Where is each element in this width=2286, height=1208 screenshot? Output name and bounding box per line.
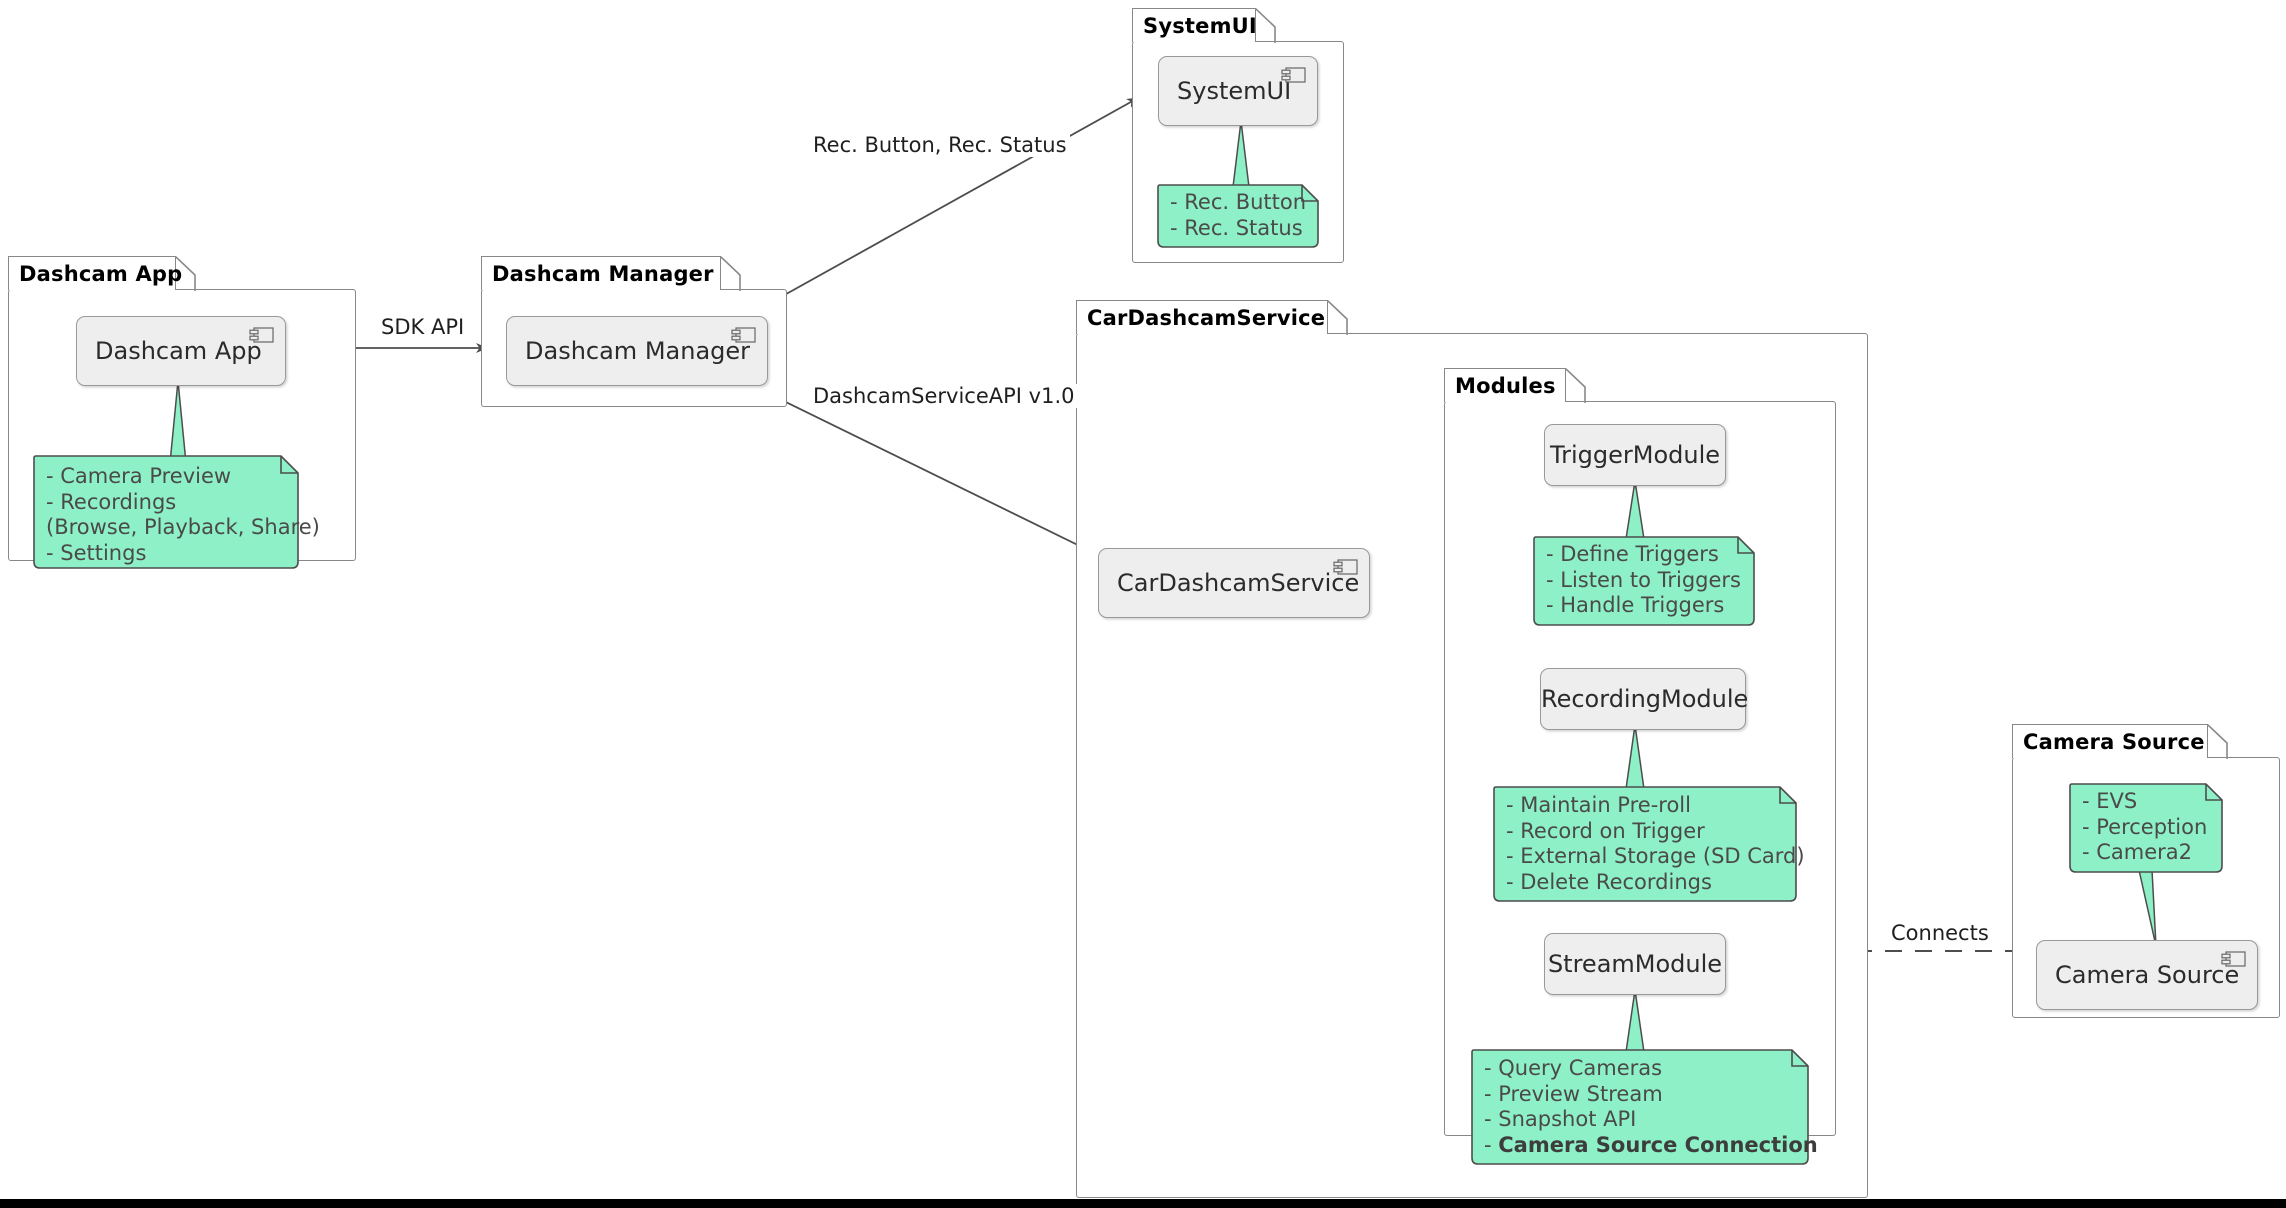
- note-tail-systemui: [1232, 120, 1250, 188]
- note-line: - Rec. Status: [1170, 215, 1303, 240]
- component-triggermodule-label: TriggerModule: [1549, 441, 1721, 469]
- note-shape: [33, 455, 299, 569]
- note-line: (Browse, Playback, Share): [46, 515, 320, 539]
- package-dashcam-manager-tab: Dashcam Manager: [481, 256, 721, 290]
- component-recordingmodule-label: RecordingModule: [1541, 685, 1749, 713]
- package-dashcam-app-label: Dashcam App: [19, 261, 183, 286]
- note-stream-module-text: - Query Cameras - Preview Stream - Snaps…: [1470, 1048, 1818, 1168]
- note-line-bold-text: Camera Source Connection: [1498, 1132, 1818, 1157]
- package-dashcam-app: Dashcam App Dashcam App - Camera Previe: [8, 256, 356, 569]
- note-line: - Recordings: [46, 489, 177, 514]
- note-trigger-module: - Define Triggers - Listen to Triggers -…: [1532, 535, 1756, 627]
- note-recording-module-text: - Maintain Pre-roll - Record on Trigger …: [1492, 785, 1805, 905]
- note-shape: [1493, 786, 1797, 902]
- package-systemui: SystemUI SystemUI - Rec. Button - Re: [1132, 8, 1344, 263]
- note-tail-recording-module: [1625, 724, 1645, 790]
- note-line: - Define Triggers: [1546, 542, 1719, 566]
- note-line: - Record on Trigger: [1506, 818, 1705, 843]
- package-systemui-label: SystemUI: [1143, 13, 1257, 38]
- package-cardashcamservice-tab-slant: [1327, 300, 1348, 335]
- edge-rec-button-rec-status: [744, 97, 1139, 318]
- note-line: - Handle Triggers: [1546, 593, 1725, 617]
- uml-component-icon: [731, 327, 756, 343]
- note-systemui: - Rec. Button - Rec. Status: [1156, 183, 1320, 249]
- note-line: - Listen to Triggers: [1546, 567, 1741, 592]
- note-line: - Delete Recordings: [1506, 869, 1712, 894]
- package-modules: Modules TriggerModule - Define Triggers: [1444, 368, 1836, 1165]
- note-line: - Rec. Button: [1170, 190, 1307, 214]
- component-cardashcamservice[interactable]: CarDashcamService: [1098, 548, 1370, 618]
- package-camera-source-tab-slant: [2207, 724, 2228, 759]
- component-triggermodule[interactable]: TriggerModule: [1544, 424, 1726, 486]
- note-tail-stream-module: [1625, 989, 1645, 1053]
- package-cardashcamservice: CarDashcamService CarDashcamService Modu…: [1076, 300, 1868, 1198]
- note-shape: [2069, 783, 2223, 873]
- note-line: - Snapshot API: [1484, 1107, 1637, 1131]
- component-dashcam-manager[interactable]: Dashcam Manager: [506, 316, 768, 386]
- component-dashcam-manager-label: Dashcam Manager: [525, 337, 751, 365]
- note-line: - Query Cameras: [1484, 1056, 1663, 1080]
- component-systemui[interactable]: SystemUI: [1158, 56, 1318, 126]
- note-camera-source: - EVS - Perception - Camera2: [2068, 782, 2224, 874]
- uml-component-icon: [1333, 559, 1358, 575]
- bottom-bar: [0, 1199, 2286, 1208]
- note-line: - EVS: [2082, 789, 2138, 813]
- component-systemui-label: SystemUI: [1177, 77, 1292, 105]
- edge-label-rec-button-rec-status: Rec. Button, Rec. Status: [810, 133, 1070, 157]
- note-camera-source-text: - EVS - Perception - Camera2: [2068, 782, 2224, 876]
- package-modules-tab: Modules: [1444, 368, 1566, 402]
- package-dashcam-app-tab: Dashcam App: [8, 256, 182, 290]
- note-dashcam-app-text: - Camera Preview - Recordings (Browse, P…: [32, 454, 320, 576]
- note-shape: [1533, 536, 1755, 626]
- note-recording-module: - Maintain Pre-roll - Record on Trigger …: [1492, 785, 1805, 905]
- package-camera-source-tab: Camera Source: [2012, 724, 2208, 758]
- package-dashcam-manager-label: Dashcam Manager: [492, 261, 714, 286]
- component-dashcam-app[interactable]: Dashcam App: [76, 316, 286, 386]
- component-cardashcamservice-label: CarDashcamService: [1117, 569, 1360, 597]
- component-streammodule-label: StreamModule: [1547, 950, 1723, 978]
- note-line: - External Storage (SD Card): [1506, 844, 1805, 868]
- note-line: - Perception: [2082, 814, 2208, 839]
- edge-label-sdk-api: SDK API: [378, 315, 468, 339]
- uml-component-icon: [249, 327, 274, 343]
- note-line: - Settings: [46, 540, 147, 565]
- note-line-bold: - Camera Source Connection: [1484, 1132, 1818, 1159]
- note-shape: [1471, 1049, 1809, 1165]
- package-cardashcamservice-tab: CarDashcamService: [1076, 300, 1328, 334]
- note-shape: [1157, 184, 1319, 248]
- package-camera-source: Camera Source - EVS - Perception - Camer…: [2012, 724, 2280, 1018]
- component-streammodule[interactable]: StreamModule: [1544, 933, 1726, 995]
- package-dashcam-manager-tab-slant: [720, 256, 741, 291]
- package-systemui-tab: SystemUI: [1132, 8, 1257, 42]
- package-cardashcamservice-label: CarDashcamService: [1087, 305, 1326, 330]
- note-dashcam-app: - Camera Preview - Recordings (Browse, P…: [32, 454, 320, 570]
- note-line: - Camera2: [2082, 840, 2193, 864]
- note-stream-module: - Query Cameras - Preview Stream - Snaps…: [1470, 1048, 1818, 1168]
- note-trigger-module-text: - Define Triggers - Listen to Triggers -…: [1532, 535, 1756, 629]
- edge-label-connects: Connects: [1888, 921, 1992, 945]
- note-systemui-text: - Rec. Button - Rec. Status: [1156, 183, 1320, 251]
- package-camera-source-label: Camera Source: [2023, 729, 2205, 754]
- component-camera-source[interactable]: Camera Source: [2036, 940, 2258, 1010]
- package-systemui-tab-slant: [1255, 8, 1276, 43]
- note-line-bold-prefix: -: [1484, 1132, 1499, 1157]
- uml-component-icon: [2221, 951, 2246, 967]
- edge-dashcamserviceapi: [744, 381, 1138, 575]
- component-camera-source-label: Camera Source: [2055, 961, 2240, 989]
- package-modules-label: Modules: [1455, 373, 1556, 398]
- note-line: - Maintain Pre-roll: [1506, 793, 1691, 817]
- note-line: - Preview Stream: [1484, 1081, 1663, 1106]
- component-recordingmodule[interactable]: RecordingModule: [1540, 668, 1749, 730]
- note-line: - Camera Preview: [46, 464, 232, 488]
- package-dashcam-manager: Dashcam Manager Dashcam Manager: [481, 256, 787, 407]
- component-dashcam-app-label: Dashcam App: [95, 337, 262, 365]
- note-tail-camera-source: [2138, 869, 2157, 947]
- note-tail-trigger-module: [1625, 480, 1645, 540]
- uml-component-icon: [1281, 67, 1306, 83]
- edge-label-dashcamserviceapi: DashcamServiceAPI v1.0: [810, 384, 1078, 408]
